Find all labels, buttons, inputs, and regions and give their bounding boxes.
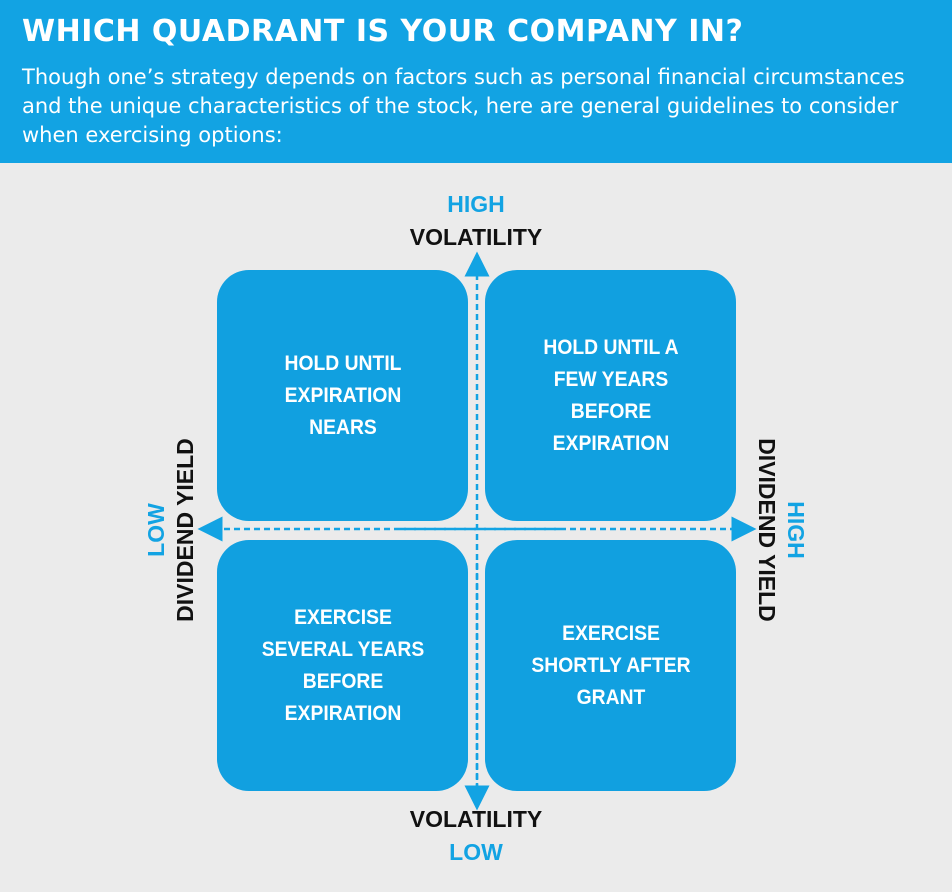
- page-title: WHICH QUADRANT IS YOUR COMPANY IN?: [22, 14, 744, 49]
- right-axis-name: DIVIDEND YIELD: [754, 438, 780, 622]
- quadrant-top-right-label: HOLD UNTIL A FEW YEARS BEFORE EXPIRATION: [542, 335, 679, 455]
- quadrant-bottom-left-label: EXERCISE SEVERAL YEARS BEFORE EXPIRATION: [261, 605, 424, 725]
- left-axis-name: DIVIDEND YIELD: [172, 438, 198, 622]
- quadrant-diagram: HOLD UNTIL EXPIRATION NEARS HOLD UNTIL A…: [0, 163, 952, 892]
- quadrant-bottom-right-label: EXERCISE SHORTLY AFTER GRANT: [530, 621, 691, 709]
- quadrant-top-right: HOLD UNTIL A FEW YEARS BEFORE EXPIRATION: [485, 270, 736, 521]
- quadrant-top-left: HOLD UNTIL EXPIRATION NEARS: [217, 270, 468, 521]
- bottom-axis-name: VOLATILITY: [409, 806, 543, 832]
- intro-text: Though one’s strategy depends on factors…: [22, 65, 905, 147]
- quadrant-bottom-right: EXERCISE SHORTLY AFTER GRANT: [485, 540, 736, 791]
- quadrant-bottom-left: EXERCISE SEVERAL YEARS BEFORE EXPIRATION: [217, 540, 468, 791]
- left-axis-level: LOW: [143, 503, 169, 557]
- right-axis-level: HIGH: [783, 501, 809, 559]
- axis-arrows: [197, 251, 757, 811]
- quadrant-top-left-label: HOLD UNTIL EXPIRATION NEARS: [284, 351, 401, 439]
- top-axis-level: HIGH: [447, 191, 505, 217]
- header-banner: WHICH QUADRANT IS YOUR COMPANY IN? Thoug…: [0, 0, 952, 163]
- bottom-axis-level: LOW: [449, 839, 503, 865]
- top-axis-name: VOLATILITY: [409, 224, 543, 250]
